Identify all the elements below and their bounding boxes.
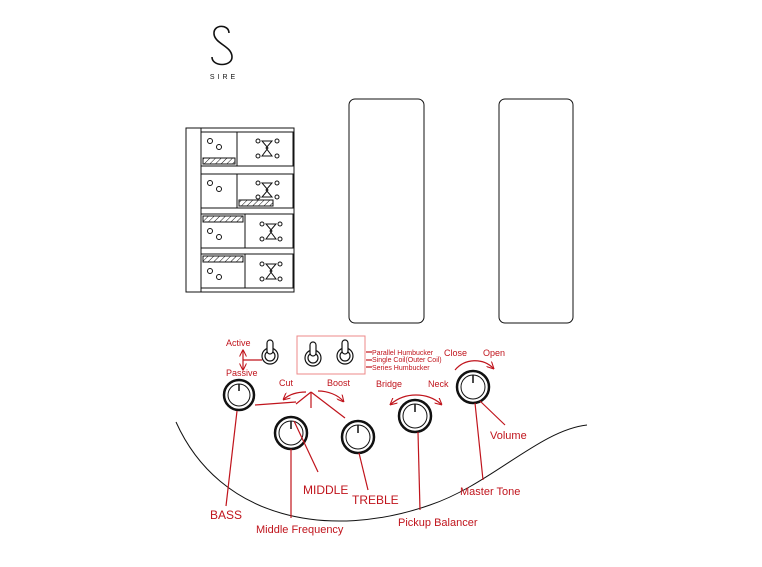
label-open: Open	[483, 348, 505, 358]
pickup-mode-switch-box	[296, 335, 366, 375]
knob-icon[interactable]	[340, 419, 376, 455]
label-boost: Boost	[327, 378, 351, 388]
pickup-icon	[348, 98, 425, 324]
knob-icon[interactable]	[273, 415, 309, 451]
toggle-switch-icon[interactable]	[336, 339, 354, 365]
saddle-3	[200, 213, 294, 249]
toggle-switch-icon[interactable]	[261, 339, 279, 365]
curved-arrow-icon	[391, 394, 441, 404]
label-pickup-balancer: Pickup Balancer	[398, 517, 478, 529]
label-treble: TREBLE	[352, 493, 399, 507]
label-middle: MIDDLE	[303, 483, 348, 497]
label-series-humbucker: Series Humbucker	[372, 365, 430, 372]
label-single-coil: Single Coil(Outer Coil)	[372, 357, 442, 364]
label-cut: Cut	[279, 378, 294, 388]
label-middle-frequency: Middle Frequency	[256, 524, 344, 536]
saddle-2	[200, 173, 294, 209]
knob-icon[interactable]	[397, 398, 433, 434]
saddle-4	[200, 253, 294, 289]
brand-name: SIRE	[209, 74, 239, 81]
saddle-1	[200, 131, 294, 167]
curved-arrow-icon	[317, 390, 343, 401]
label-volume: Volume	[490, 430, 527, 442]
label-close: Close	[444, 348, 467, 358]
bridge-saddle-icon	[185, 127, 295, 293]
annotations	[225, 351, 506, 518]
sire-s-logo-icon	[211, 25, 233, 66]
label-passive: Passive	[226, 368, 258, 378]
curved-arrow-icon	[454, 360, 493, 371]
knob-icon[interactable]	[222, 378, 256, 412]
label-neck: Neck	[428, 379, 449, 389]
curved-arrow-icon	[284, 391, 307, 399]
label-active: Active	[226, 338, 251, 348]
label-bridge: Bridge	[376, 379, 402, 389]
label-master-tone: Master Tone	[460, 486, 520, 498]
knob-icon[interactable]	[455, 369, 491, 405]
body-outline	[175, 421, 588, 522]
toggle-switch-icon[interactable]	[304, 341, 322, 367]
label-bass: BASS	[210, 508, 242, 522]
label-parallel-humbucker: Parallel Humbucker	[372, 350, 434, 357]
pickup-icon	[498, 98, 574, 324]
